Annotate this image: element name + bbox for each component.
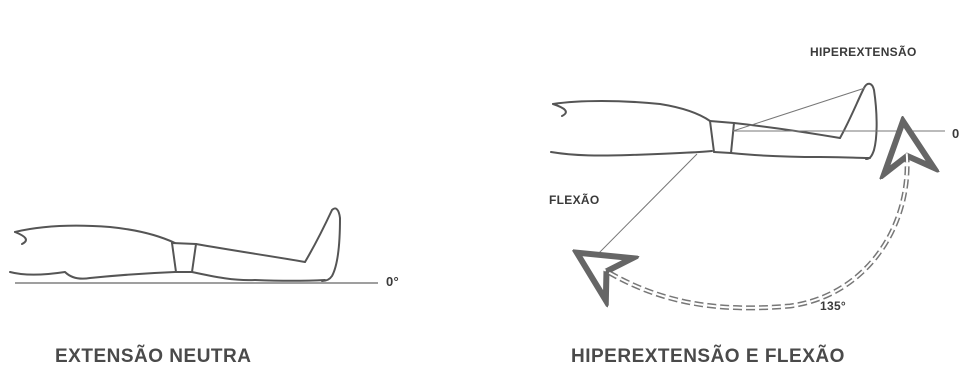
flexion-label: FLEXÃO xyxy=(549,193,599,207)
range-of-motion-arc xyxy=(598,146,907,308)
hyperextension-label: HIPEREXTENSÃO xyxy=(810,45,917,59)
left-leg-figure xyxy=(10,208,340,281)
right-leg-figure xyxy=(551,84,877,159)
right-panel-caption: HIPEREXTENSÃO E FLEXÃO xyxy=(571,346,845,368)
left-panel-caption: EXTENSÃO NEUTRA xyxy=(55,346,251,368)
left-zero-degree-label: 0° xyxy=(386,274,399,289)
range-arc-inner xyxy=(598,146,907,308)
flexion-line xyxy=(594,154,697,258)
right-zero-label: 0 xyxy=(952,126,960,141)
angle-label: 135° xyxy=(820,299,846,313)
hyperextension-line xyxy=(733,88,865,131)
